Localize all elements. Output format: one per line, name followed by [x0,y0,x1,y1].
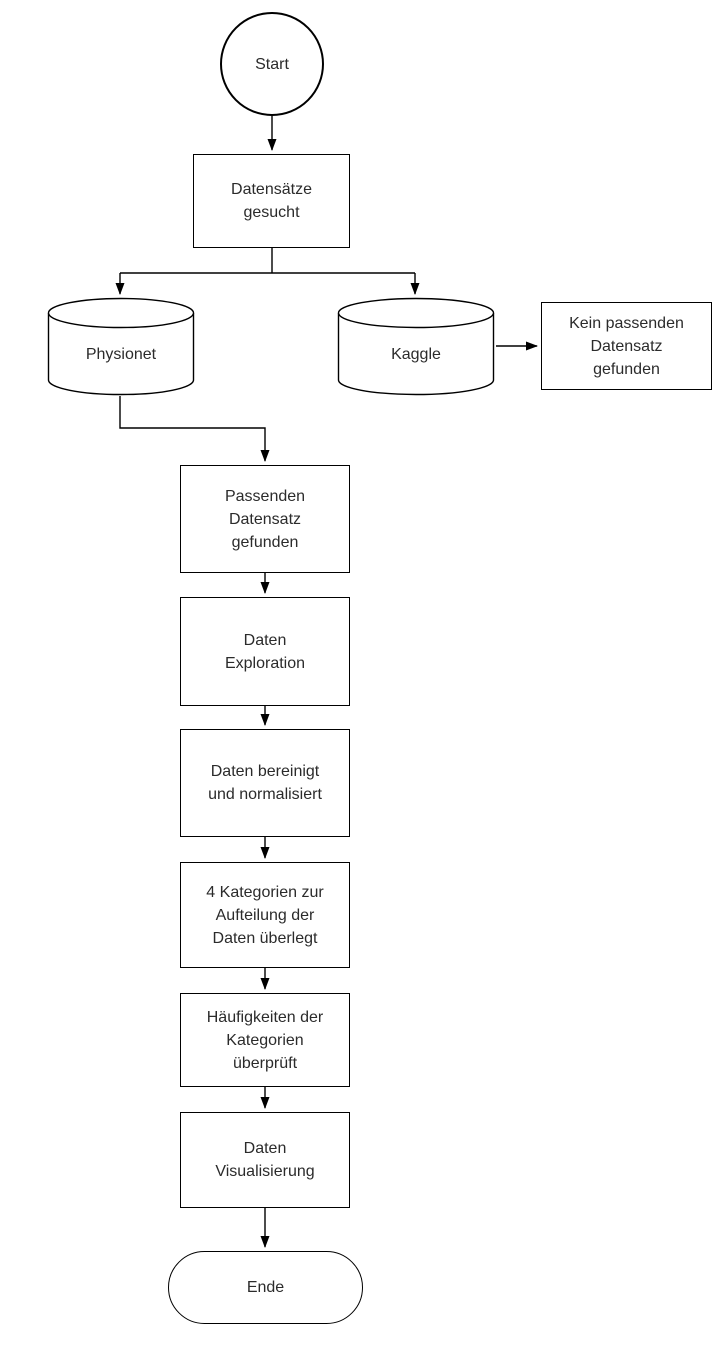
database-label: Physionet [85,345,157,363]
process-label: Häufigkeiten der Kategorien überprüft [206,1008,324,1072]
database-label: Kaggle [391,345,441,363]
process-datensaetze-gesucht: Datensätze gesucht [193,154,350,248]
process-label: Kein passenden Datensatz gefunden [569,314,684,378]
process-daten-exploration: Daten Exploration [180,597,350,706]
process-kategorien-ueberlegt: 4 Kategorien zur Aufteilung der Daten üb… [180,862,350,968]
process-label: Datensätze gesucht [231,181,312,221]
process-daten-bereinigt: Daten bereinigt und normalisiert [180,729,350,837]
process-label: Daten bereinigt und normalisiert [208,763,322,803]
process-label: Daten Visualisierung [215,1140,315,1180]
end-node-label: Ende [246,1279,285,1296]
process-label: 4 Kategorien zur Aufteilung der Daten üb… [206,883,324,947]
edge-physionet-to-found [119,396,270,462]
start-node: Start [220,12,324,116]
cylinder-shape [47,297,195,396]
cylinder-shape [337,297,495,396]
end-node: Ende [168,1251,363,1324]
process-label: Passenden Datensatz gefunden [224,487,306,551]
process-kein-datensatz-gefunden: Kein passenden Datensatz gefunden [541,302,712,390]
process-label: Daten Exploration [224,631,306,672]
process-haeufigkeiten-ueberprueft: Häufigkeiten der Kategorien überprüft [180,993,350,1087]
database-physionet: Physionet [47,297,195,396]
database-kaggle: Kaggle [337,297,495,396]
process-daten-visualisierung: Daten Visualisierung [180,1112,350,1208]
process-passenden-datensatz-gefunden: Passenden Datensatz gefunden [180,465,350,573]
start-node-label: Start [255,55,289,73]
